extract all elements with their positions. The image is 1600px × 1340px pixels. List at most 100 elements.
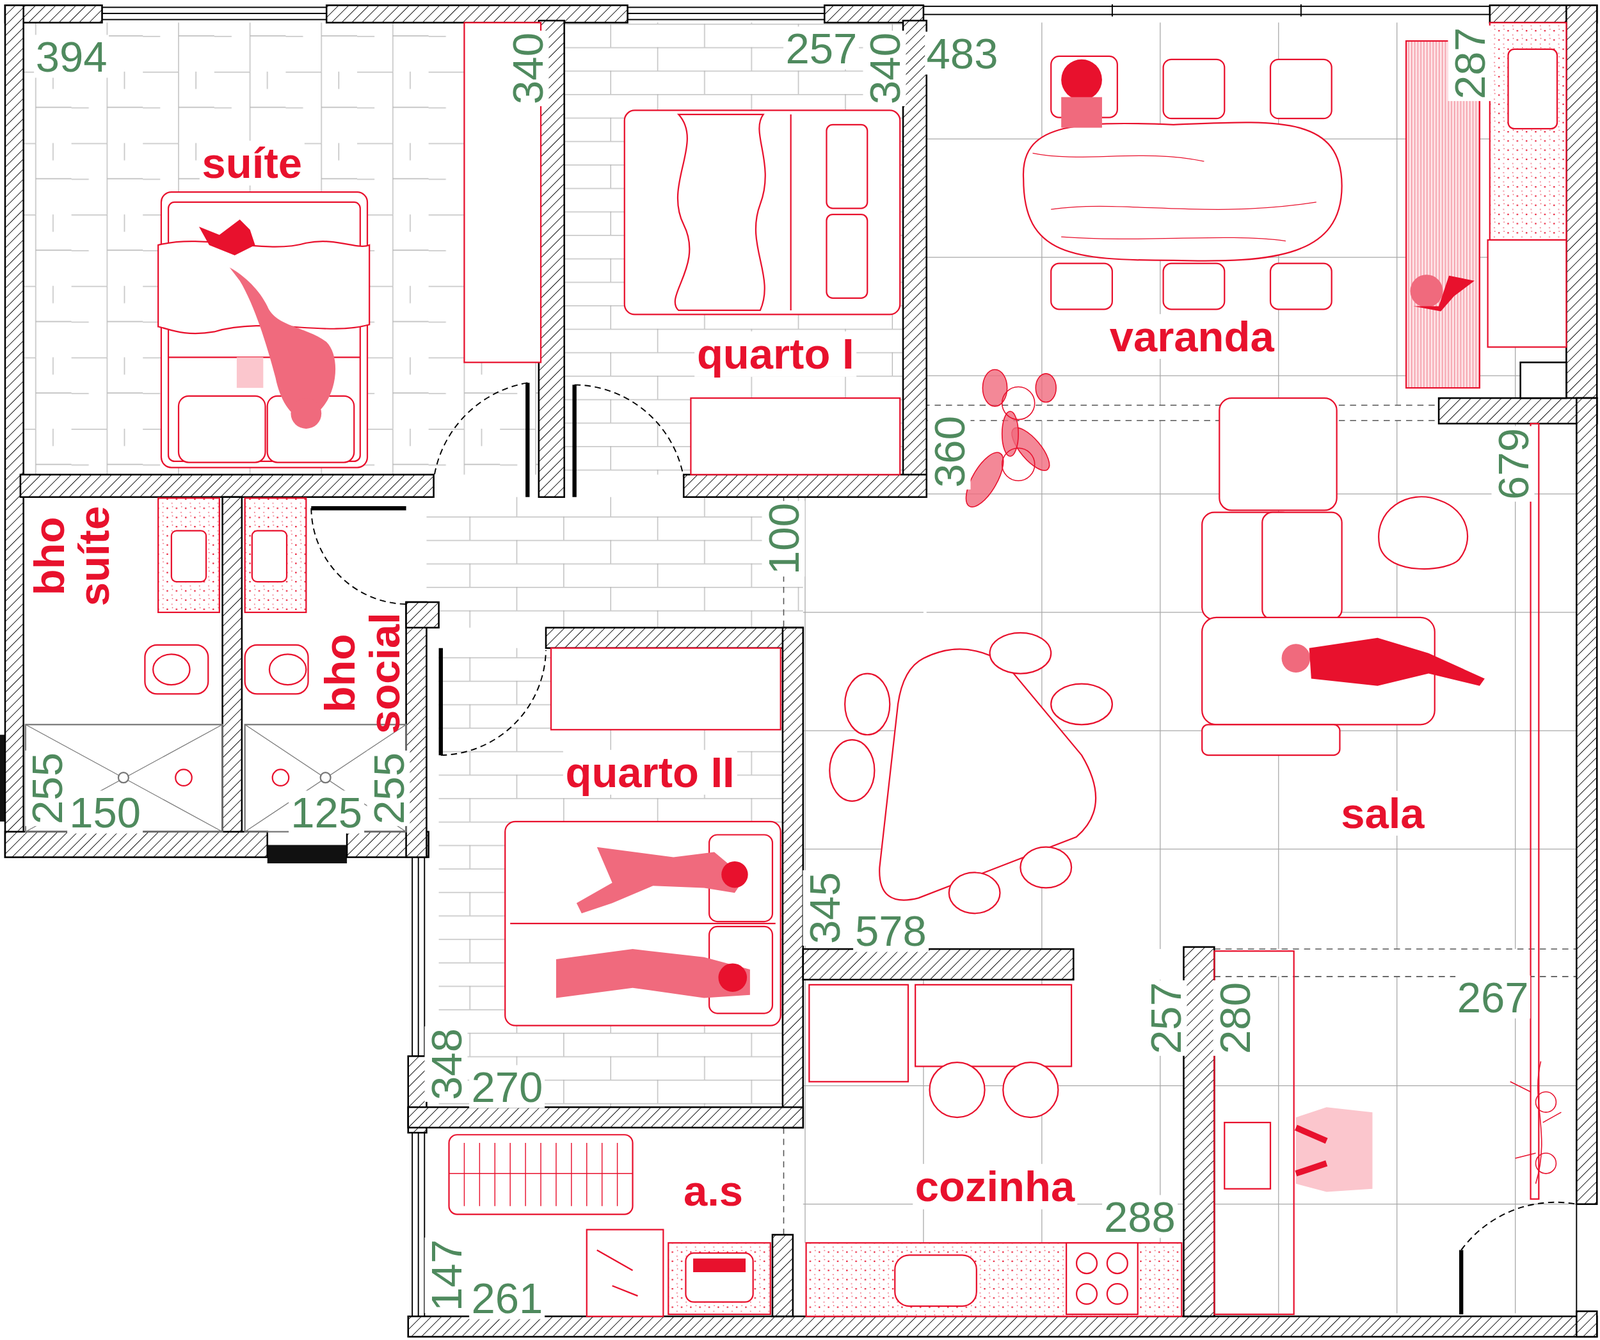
furniture	[245, 497, 307, 613]
dimension-number: 255	[367, 751, 411, 827]
door	[574, 384, 685, 478]
wall	[5, 5, 1597, 1337]
plant	[1002, 387, 1035, 420]
figure	[1061, 59, 1103, 101]
wall	[5, 5, 24, 857]
furniture	[178, 396, 266, 463]
window	[412, 857, 425, 1057]
furniture	[1107, 1283, 1128, 1305]
figure	[199, 59, 1485, 1193]
door	[1575, 1204, 1577, 1312]
furniture	[597, 1249, 639, 1296]
furniture	[690, 398, 900, 475]
figure	[1413, 275, 1475, 312]
dimension-number: 150	[67, 791, 143, 834]
furniture	[272, 769, 290, 786]
door	[439, 648, 443, 756]
furniture	[915, 984, 1072, 1067]
dimension-number: 360	[927, 414, 971, 490]
wall	[545, 627, 804, 649]
door	[311, 382, 1577, 1315]
window	[101, 4, 1490, 1317]
furniture	[1066, 1242, 1138, 1315]
furniture	[320, 772, 331, 783]
dimension-number: 125	[288, 791, 365, 834]
room-name: quarto II	[562, 750, 737, 795]
figure	[1296, 1107, 1373, 1192]
furniture	[1219, 398, 1337, 511]
wall	[326, 5, 628, 23]
room: quarto I	[564, 20, 904, 477]
dimension-number: 287	[1447, 25, 1491, 102]
dimension-number: 578	[853, 909, 929, 953]
figure	[556, 949, 751, 999]
dimension-number: 261	[469, 1276, 546, 1320]
furniture	[1489, 22, 1567, 240]
furniture	[252, 530, 287, 582]
figure	[1409, 274, 1443, 308]
furniture	[152, 654, 190, 685]
window	[101, 12, 327, 15]
furniture	[844, 673, 890, 736]
window	[627, 12, 825, 15]
furniture	[175, 769, 192, 786]
furniture	[144, 645, 208, 695]
shaft	[1520, 362, 1567, 399]
furniture	[1023, 122, 1343, 261]
furniture	[894, 1255, 977, 1307]
door	[440, 650, 546, 756]
dimension-number: 345	[803, 870, 847, 946]
wall	[782, 627, 804, 1128]
room-name: cozinha	[912, 1164, 1078, 1209]
dimension-number: 679	[1491, 426, 1535, 503]
dimension-number: 147	[424, 1237, 468, 1314]
floor-tile-line	[803, 611, 924, 613]
furniture	[1076, 1283, 1097, 1305]
furniture	[685, 1253, 753, 1303]
room: quarto II	[439, 647, 783, 1107]
dimension-number: 257	[784, 26, 860, 70]
dimension-number: 348	[424, 1026, 468, 1103]
zone-dashed-line	[783, 1127, 785, 1235]
dimension-number: 280	[1213, 980, 1257, 1056]
furniture	[1201, 724, 1340, 756]
plant	[1035, 373, 1056, 403]
furniture	[1020, 847, 1072, 889]
dimension-number: 270	[469, 1065, 546, 1109]
figure	[1309, 638, 1485, 687]
furniture	[449, 1143, 633, 1207]
dimension-number: 100	[762, 501, 806, 577]
furniture	[1488, 240, 1567, 347]
furniture	[245, 645, 309, 695]
door	[311, 508, 406, 605]
furniture	[808, 984, 909, 1082]
door	[1461, 1202, 1577, 1251]
wall	[1566, 5, 1597, 399]
figure	[576, 847, 745, 914]
furniture	[510, 922, 776, 925]
figure	[229, 267, 336, 418]
floor-tile-line	[1214, 1203, 1577, 1205]
plant	[982, 369, 1007, 406]
furniture	[1050, 684, 1113, 726]
dimension-number: 394	[33, 34, 110, 78]
furniture	[624, 110, 900, 315]
floor-tile-line	[804, 979, 806, 1243]
furniture	[949, 872, 1001, 914]
window	[417, 857, 420, 1057]
furniture	[826, 214, 868, 299]
room-name: bho suíte	[26, 503, 117, 609]
wall	[20, 474, 434, 498]
figure	[718, 963, 747, 992]
window	[417, 1132, 420, 1317]
zone-dashed-line	[1214, 948, 1577, 950]
floor-tile-line	[1159, 420, 1161, 950]
door	[1459, 1249, 1464, 1314]
wall	[1576, 398, 1597, 1205]
zone-dashed-line	[783, 405, 1577, 1235]
furniture	[1076, 1253, 1097, 1274]
floor-tile-line	[1214, 1085, 1577, 1087]
dimension-number: 340	[863, 30, 907, 107]
